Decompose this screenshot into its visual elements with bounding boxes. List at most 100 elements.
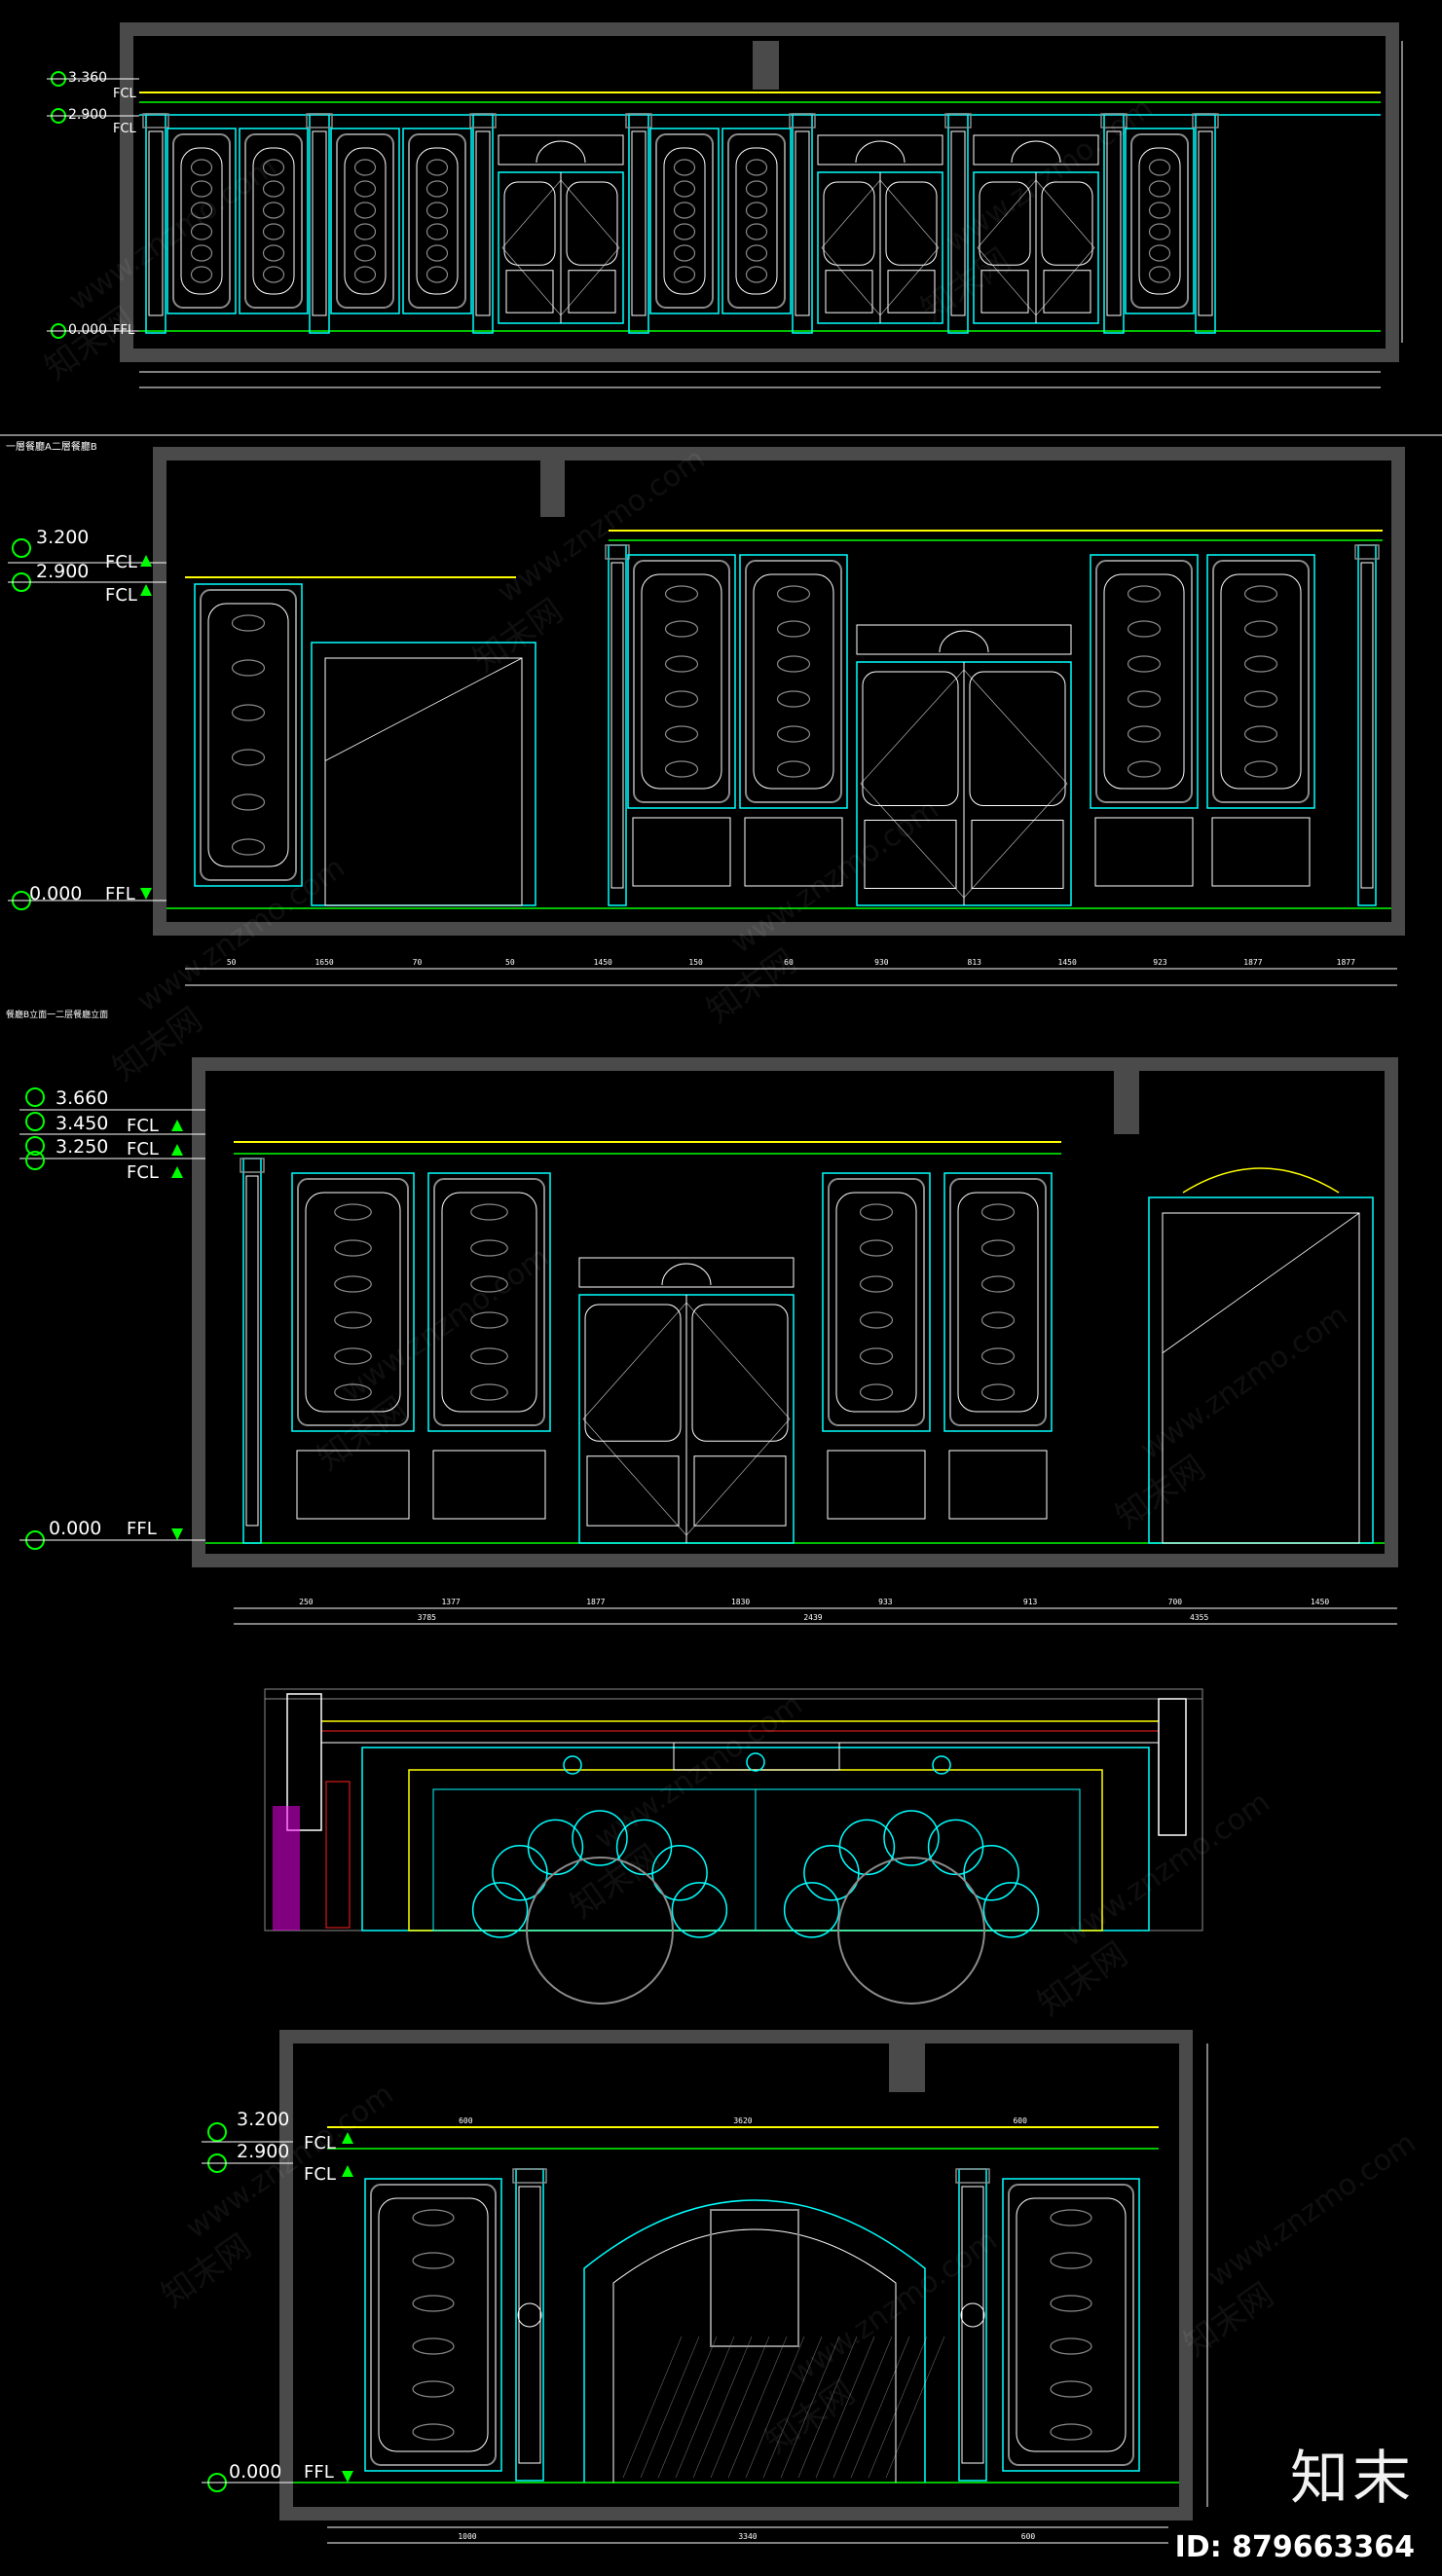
ornament [425,180,449,198]
panel-moulding [244,133,303,309]
door-lower-panel [887,270,936,313]
ornament [412,2423,455,2441]
ornament [334,1203,372,1221]
door-lower-panel [693,1455,787,1527]
pilaster-flute [245,1175,259,1527]
wall-panel [739,554,848,809]
mirror-hatch [692,2336,753,2479]
ornament [412,2295,455,2312]
dimension-value: 913 [1023,1598,1038,1606]
dimension-value: 2439 [803,1613,822,1622]
dimension-value: 4355 [1190,1613,1208,1622]
ornament [1127,585,1162,603]
pilaster-medallion [960,2302,985,2328]
rosette-centre [837,1857,985,2005]
ornament [664,655,699,673]
ornament [859,1275,894,1293]
wall-panel [239,128,309,314]
ornament [776,620,811,638]
ornament [664,760,699,778]
door-pediment [498,134,624,166]
level-marker-3360: 3.360 FCL [47,70,139,101]
door-swing-line [501,179,620,316]
door-pediment [856,624,1072,655]
wainscot-panel [296,1450,410,1520]
wall-panels [364,2168,1140,2483]
ornament [980,1347,1016,1365]
panel-moulding [1095,560,1193,803]
level-tag: FFL [304,2462,334,2483]
dimension-value: 930 [874,958,889,967]
ornament [470,1347,508,1365]
level-value: 0.000 [229,2461,281,2483]
ornament [673,223,696,240]
panel-inner-moulding [835,1192,917,1413]
ornament [1243,620,1278,638]
rosette-petal [982,1882,1040,1938]
dimension-value: 1377 [441,1598,460,1606]
door-fan-ornament [855,140,906,164]
ornament [745,159,768,176]
panel-inner-moulding [1103,573,1185,790]
panel-inner-moulding [416,147,459,295]
wainscot-panel [432,1450,546,1520]
ornament [1127,655,1162,673]
ornament [1050,2380,1092,2398]
ornament [190,159,213,176]
panel-moulding [408,133,466,309]
mirror-hatch [745,2336,805,2479]
section-line [1162,1212,1360,1354]
ornament [1127,620,1162,638]
ornament [673,266,696,283]
dimension-value: 3785 [418,1613,436,1622]
ornament [1050,2295,1092,2312]
wainscot-panel [1094,817,1194,887]
ornament [1050,2209,1092,2226]
door-lower-panel [864,820,957,889]
ornament [859,1203,894,1221]
ornament [664,585,699,603]
ornament [190,266,213,283]
pilaster-capital [142,113,169,129]
level-value: 3.660 [55,1087,108,1109]
rosette-petal [527,1819,584,1876]
dimension-value: 1877 [1337,958,1355,967]
dimension-value: 3340 [738,2532,757,2541]
wall-panel [291,1172,415,1432]
opening-architrave [324,657,523,906]
dimension-value: 923 [1153,958,1167,967]
dimension-value: 600 [1013,2116,1027,2125]
mirror-hatch [622,2336,683,2479]
ornament [776,760,811,778]
ornament [190,244,213,262]
ornament [190,180,213,198]
ornament [262,159,285,176]
door-lower-panel [586,1455,680,1527]
door-swing-line [860,669,1068,899]
level-value: 3.200 [36,527,89,548]
wall-panel [194,583,303,887]
pilaster-capital [944,113,972,129]
mirror-hatch [710,2336,770,2479]
wainscot-panel [827,1450,926,1520]
pilaster-medallion [517,2302,542,2328]
ornament [980,1275,1016,1293]
wainscot-panel [632,817,731,887]
ceiling-rosettes [471,1810,1040,2005]
ornament [262,223,285,240]
ornament [262,266,285,283]
brand-logo: 知末 [1290,2445,1415,2513]
ornament [1050,2337,1092,2355]
level-value: 3.450 [55,1113,108,1134]
panel-moulding [336,133,394,309]
wall-panel [330,128,400,314]
ornament [1050,2252,1092,2269]
level-marker-3250: 3.250 FCL [19,1136,205,1159]
panel-inner-moulding [378,2197,489,2452]
ornament [1148,202,1171,219]
ornament [673,202,696,219]
dimension-value: 70 [413,958,423,967]
ornament [262,180,285,198]
rosette-petal [572,1810,628,1866]
